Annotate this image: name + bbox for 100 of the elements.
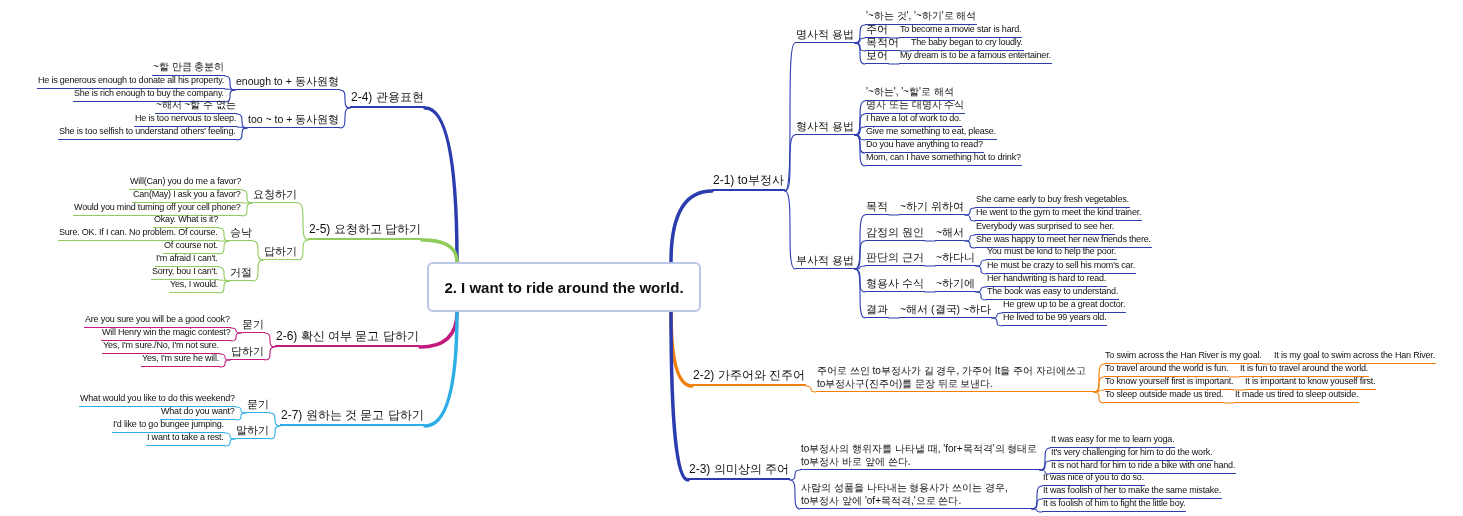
branch-line: [269, 412, 281, 427]
branch-line: [784, 190, 796, 270]
branch-line: [230, 332, 242, 342]
branch-line: [789, 479, 801, 510]
branch-line: [224, 438, 236, 447]
example-label: He grew up to be a great doctor.: [1002, 299, 1127, 313]
example-label: She was happy to meet her new friends there.: [975, 234, 1152, 248]
branch-line: [264, 346, 276, 361]
subtopic-label: 요청하기: [252, 188, 298, 203]
branch-line: [854, 214, 866, 270]
example-label: My dream is to be a famous entertainer.: [899, 50, 1052, 64]
branch-line: [669, 310, 690, 482]
example-label: He lived to be 99 years old.: [1002, 312, 1108, 326]
subtopic-label: too ~ to + 동사원형: [247, 113, 341, 128]
branch-line: [805, 385, 817, 393]
branch-line: [269, 425, 281, 440]
example-label: He went to the gym to meet the kind trainer.: [975, 207, 1143, 221]
branch-line: [784, 134, 796, 192]
central-topic-box: 2. I want to ride around the world.: [427, 262, 701, 312]
subtopic-label: 목적어: [865, 36, 900, 51]
branch-line: [241, 202, 253, 217]
example-label: It is important to know youself first.: [1244, 376, 1377, 390]
branch-line: [991, 317, 1003, 327]
example-label: Are you sure you will be a good cook?: [84, 314, 231, 328]
branch-line: [224, 89, 236, 103]
example-label: It is not hard for him to ride a bike with one hand.: [1050, 460, 1237, 474]
example-label: What would you like to do this weekend?: [79, 393, 236, 407]
example-label: She came early to buy fresh vegetables.: [975, 194, 1130, 208]
branch-topic: 2-6) 확신 여부 묻고 답하기: [275, 329, 420, 347]
branch-line: [1262, 363, 1274, 365]
branch-line: [230, 327, 242, 334]
branch-line: [854, 265, 866, 270]
branch-topic: 2-4) 관용표현: [350, 90, 425, 108]
example-label: It was nice of you to do so.: [1042, 472, 1145, 486]
branch-line: [1093, 391, 1105, 404]
subtopic-label: To know yourself first is important.: [1104, 376, 1235, 390]
branch-line: [854, 113, 866, 136]
branch-topic: 2-1) to부정사: [712, 173, 785, 191]
subtopic-label: 주어로 쓰인 to부정사가 길 경우, 가주어 It을 주어 자리에쓰고 to부정사구(진주어)를 문장 뒤로 보낸다.: [816, 365, 1094, 392]
branch-topic: 2-7) 원하는 것 묻고 답하기: [280, 408, 425, 426]
subtopic-label: 부사적 용법: [795, 254, 855, 269]
example-label: You must be kind to help the poor.: [986, 246, 1117, 260]
branch-line: [789, 469, 801, 481]
branch-line: [224, 88, 236, 91]
subtopic-label: 명사적 용법: [795, 28, 855, 43]
example-label: It is foolish of him to fight the little boy.: [1042, 498, 1187, 512]
subtopic-label: 묻기: [241, 318, 265, 333]
example-label: Sure. OK. If I can. No problem. Of course.: [58, 227, 219, 241]
subtopic-label: 형사적 용법: [795, 120, 855, 135]
subtopic-label: 결과: [865, 303, 889, 318]
branch-line: [854, 240, 866, 270]
example-label: ~할 만큼 충분히: [152, 61, 226, 76]
subtopic-label: ~해서: [935, 226, 966, 241]
subtopic-label: ~하기 위하여: [899, 200, 966, 215]
branch-line: [1031, 485, 1043, 510]
branch-line: [236, 127, 248, 141]
example-label: Would you mind turning off your cell phone?: [73, 202, 242, 216]
branch-line: [236, 126, 248, 129]
example-label: It was easy for me to learn yoga.: [1050, 434, 1176, 448]
example-label: ~해서 ~할 수 없는: [155, 99, 237, 114]
branch-line: [964, 240, 976, 249]
branch-line: [252, 240, 264, 261]
subtopic-label: 감정의 원인: [865, 226, 925, 241]
subtopic-label: enough to + 동사원형: [235, 75, 340, 90]
example-label: Sorry, bou I can't.: [151, 266, 219, 280]
branch-line: [975, 286, 987, 293]
example-label: Do you have anything to read?: [865, 139, 984, 153]
branch-line: [423, 310, 459, 428]
example-label: It was foolish of her to make the same mistake.: [1042, 485, 1223, 499]
branch-line: [1223, 402, 1235, 404]
example-label: I have a lot of work to do.: [865, 113, 963, 127]
subtopic-label: ~하다니: [935, 251, 977, 266]
branch-line: [975, 291, 987, 301]
branch-line: [339, 89, 351, 109]
branch-line: [888, 317, 900, 319]
branch-line: [888, 63, 900, 65]
branch-topic: 2-2) 가주어와 진주어: [692, 368, 806, 386]
subtopic-label: 주어: [865, 23, 889, 38]
subtopic-label: To travel around the world is fun.: [1104, 363, 1230, 377]
branch-line: [924, 265, 936, 267]
branch-line: [975, 265, 987, 275]
example-label: Give me something to eat, please.: [865, 126, 997, 140]
subtopic-label: To sleep outside made us tired.: [1104, 389, 1225, 403]
subtopic-label: 목적: [865, 200, 889, 215]
example-label: To become a movie star is hard.: [899, 24, 1023, 38]
branch-line: [218, 240, 230, 255]
subtopic-label: 말하기: [235, 424, 270, 439]
branch-line: [924, 240, 936, 242]
subtopic-label: 판단의 근거: [865, 251, 925, 266]
subtopic-label: to부정사의 행위자를 나타낼 때, 'for+목적격'의 형태로 to부정사 바로 앞에 쓴다.: [800, 443, 1040, 470]
subtopic-label: 형용사 수식: [865, 277, 925, 292]
branch-line: [991, 312, 1003, 319]
example-label: He must be crazy to sell his mom's car.: [986, 260, 1136, 274]
branch-line: [264, 332, 276, 348]
branch-topic: 2-3) 의미상의 주어: [688, 462, 790, 480]
subtopic-label: 답하기: [263, 245, 298, 260]
example-label: Will(Can) you do me a favor?: [129, 176, 242, 190]
branch-line: [297, 202, 309, 241]
example-label: Will Henry win the magic contest?: [101, 327, 232, 341]
example-label: The book was easy to understand.: [986, 286, 1120, 300]
